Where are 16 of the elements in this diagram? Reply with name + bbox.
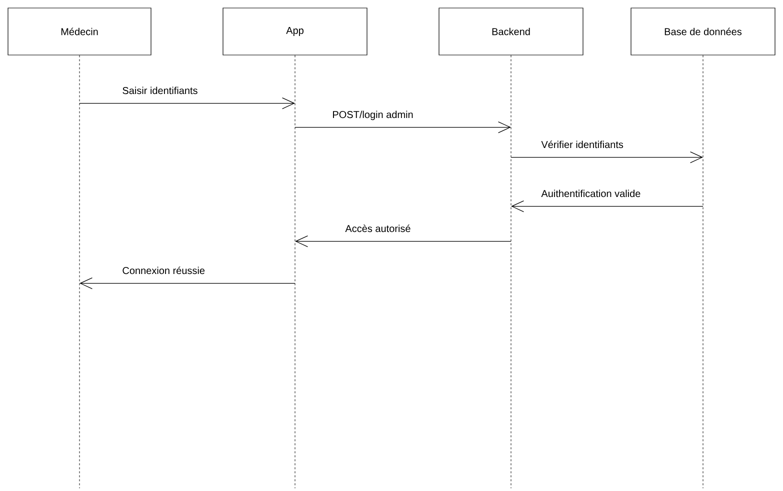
edge-label: Vérifier identifiants xyxy=(540,140,624,150)
message-arrow xyxy=(80,278,296,290)
participant-box: Base de données xyxy=(630,8,776,56)
message-arrow xyxy=(510,152,703,164)
edge-label: Auithentification valide xyxy=(540,188,642,198)
message-arrow xyxy=(511,200,704,212)
edge-label: Connexion réussie xyxy=(121,266,206,276)
message-arrow xyxy=(295,236,512,248)
participant-box: Médecin xyxy=(8,8,152,56)
edge-label: Accès autorisé xyxy=(344,224,412,234)
edge-label: POST/login admin xyxy=(331,110,414,122)
participant-box: Backend xyxy=(438,8,584,56)
message-arrow xyxy=(79,98,295,110)
edge-label: Saisir identifiants xyxy=(121,86,199,96)
message-arrow xyxy=(294,122,511,134)
participant-box: App xyxy=(222,8,368,56)
